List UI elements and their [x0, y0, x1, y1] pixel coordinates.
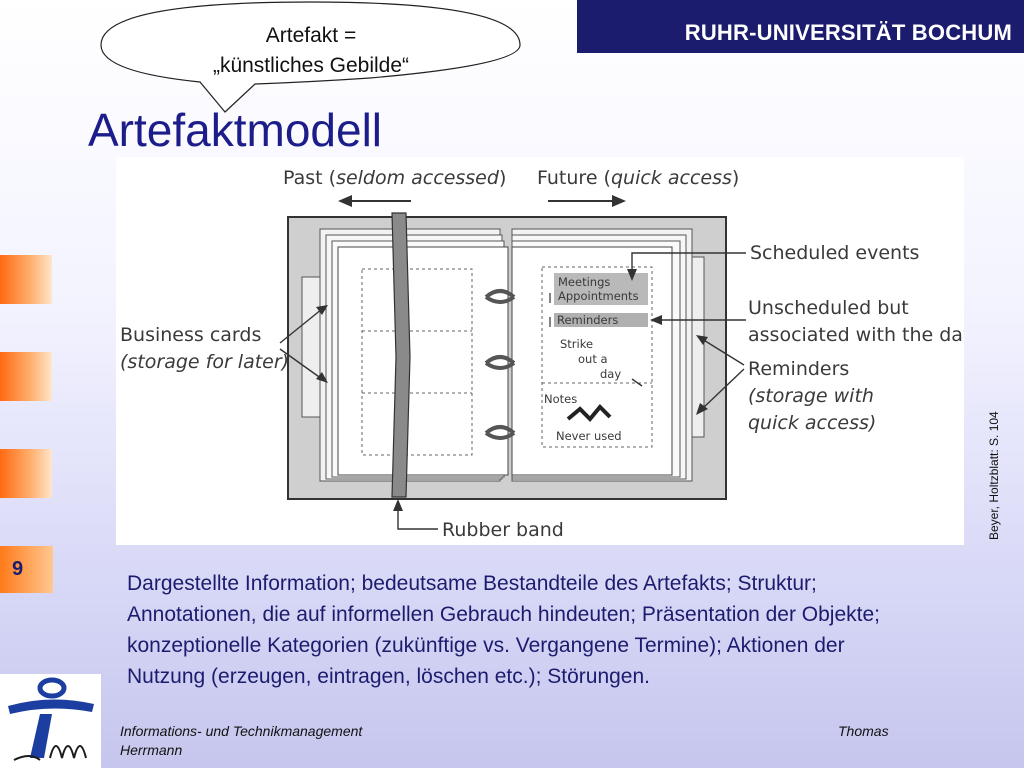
footer-author-last: Herrmann [120, 742, 183, 758]
business-card-tab [301, 276, 321, 418]
past-arrow-head [338, 195, 352, 207]
side-decoration-2 [0, 352, 52, 401]
future-label: Future (quick access) [537, 167, 739, 189]
rubber-band-label: Rubber band [442, 519, 564, 541]
page-number-box: 9 [0, 546, 53, 593]
meetings-text: Meetings [558, 275, 610, 289]
logo-icon [8, 677, 94, 761]
unscheduled-label-2: associated with the day [748, 324, 964, 346]
bubble-line-2: „künstliches Gebilde“ [212, 54, 410, 77]
notes-text: Notes [544, 392, 577, 406]
page-number: 9 [12, 558, 24, 580]
day-text: day [600, 367, 621, 381]
speech-bubble [100, 1, 521, 113]
reminders-label-2: (storage with [748, 385, 874, 407]
artifact-model-figure: Past (seldom accessed) Future (quick acc… [116, 157, 964, 545]
reminders-box [554, 313, 648, 327]
strike-text: Strike [560, 337, 593, 351]
business-cards-label-1: Business cards [120, 324, 261, 346]
unscheduled-label-1: Unscheduled but [748, 297, 909, 319]
planner-illustration: Past (seldom accessed) Future (quick acc… [120, 167, 964, 541]
university-header-bar: RUHR-UNIVERSITÄT BOCHUM [577, 0, 1024, 53]
footer-author-first: Thomas [838, 723, 889, 739]
source-citation: Beyer, Holtzblatt: S. 104 [987, 411, 1001, 540]
footer-course: Informations- und Technikmanagement [120, 723, 363, 739]
reminders-label-1: Reminders [748, 358, 849, 380]
bubble-line-1: Artefakt = [265, 24, 357, 47]
university-name: RUHR-UNIVERSITÄT BOCHUM [684, 20, 1012, 45]
rubber-band [391, 212, 411, 498]
reminders-box-text: Reminders [557, 313, 618, 327]
future-arrow-head [612, 195, 626, 207]
never-used-text: Never used [556, 429, 622, 443]
business-cards-label-2: (storage for later) [120, 351, 289, 373]
iaw-logo [0, 674, 101, 768]
appointments-text: Appointments [558, 289, 639, 303]
side-decoration-1 [0, 255, 52, 304]
body-text: Dargestellte Information; bedeutsame Bes… [127, 572, 880, 688]
slide-title: Artefaktmodell [88, 104, 383, 156]
side-decoration-3 [0, 449, 52, 498]
binder-rings [484, 289, 516, 440]
squiggle-mark [566, 404, 612, 422]
past-label: Past (seldom accessed) [283, 167, 506, 189]
scheduled-events-label: Scheduled events [750, 242, 919, 264]
left-page [337, 246, 509, 476]
reminders-label-3: quick access) [748, 412, 876, 434]
out-a-text: out a [578, 352, 608, 366]
